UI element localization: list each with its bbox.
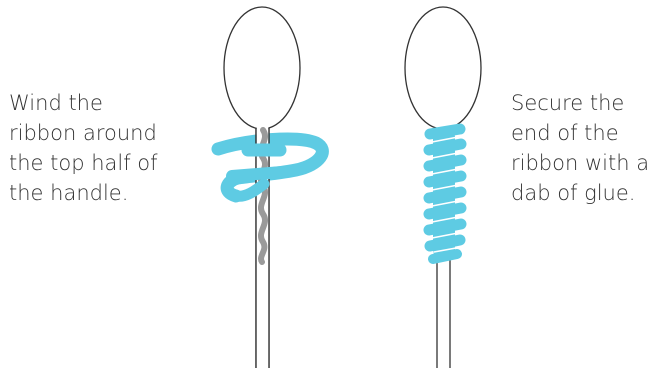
spoon-head	[224, 7, 300, 129]
spoon-2	[405, 7, 481, 369]
ribbon-coil	[429, 129, 461, 259]
spoon-1	[218, 7, 322, 369]
spoon-head	[405, 7, 481, 129]
ribbon-front-pass	[232, 172, 282, 176]
